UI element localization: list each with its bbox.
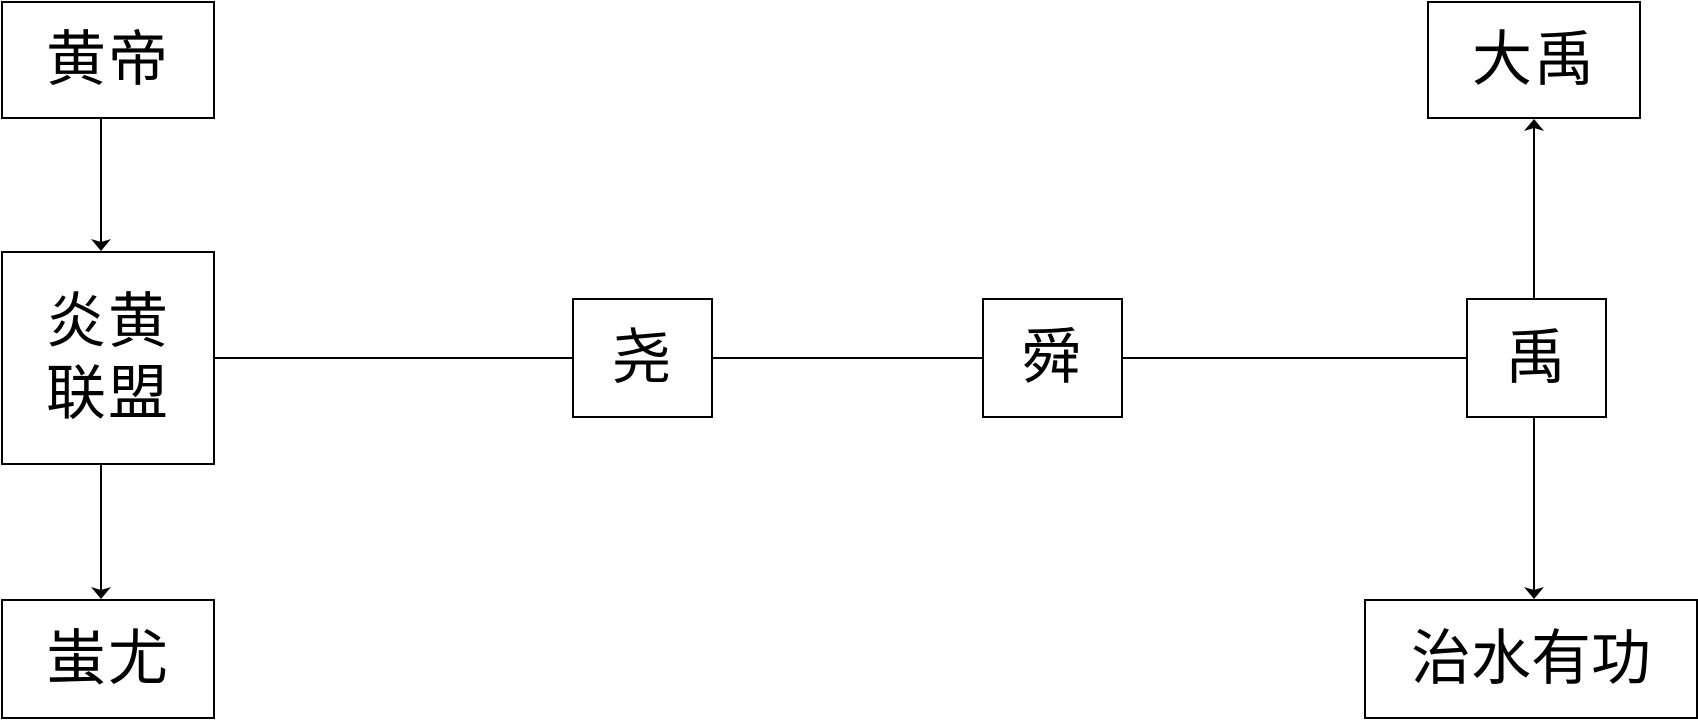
node-huangdi-label: 黄帝 xyxy=(46,25,170,95)
node-chiyou: 蚩尤 xyxy=(1,599,215,719)
node-yao: 尧 xyxy=(572,298,713,418)
node-shun: 舜 xyxy=(982,298,1123,418)
node-zhishui-label: 治水有功 xyxy=(1411,624,1651,694)
node-dayu: 大禹 xyxy=(1427,1,1641,119)
node-shun-label: 舜 xyxy=(1021,323,1084,393)
node-zhishui: 治水有功 xyxy=(1364,599,1698,719)
node-yao-label: 尧 xyxy=(611,323,674,393)
node-yanhuang-label: 炎黄联盟 xyxy=(46,287,170,429)
node-yanhuang: 炎黄联盟 xyxy=(1,251,215,465)
node-chiyou-label: 蚩尤 xyxy=(46,624,170,694)
node-yu-label: 禹 xyxy=(1505,323,1568,393)
node-yu: 禹 xyxy=(1466,298,1607,418)
node-dayu-label: 大禹 xyxy=(1472,25,1596,95)
node-huangdi: 黄帝 xyxy=(1,1,215,119)
